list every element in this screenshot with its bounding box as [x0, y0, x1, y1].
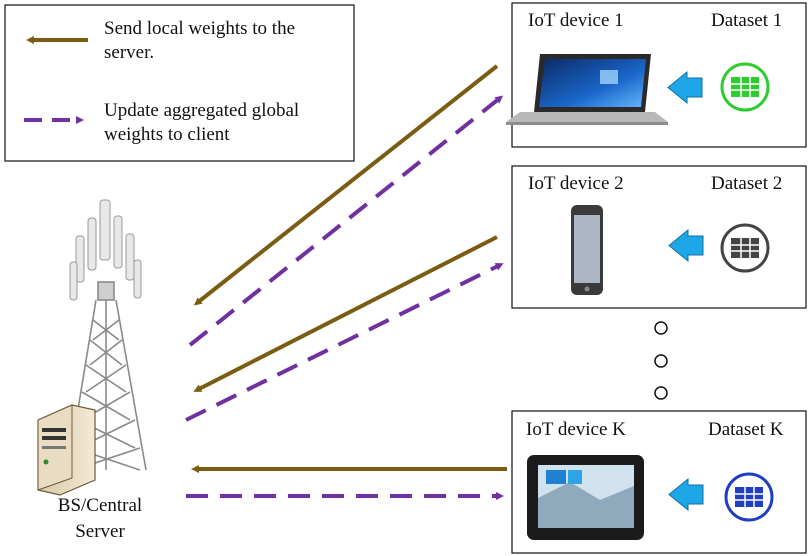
data-arrow-1	[667, 70, 703, 105]
dataset-icon-k	[724, 472, 774, 522]
update-arrow-device-2	[185, 263, 504, 422]
data-arrow-2	[668, 228, 704, 263]
device-name-1: IoT device 1	[528, 10, 624, 31]
device-name-k: IoT device K	[526, 419, 626, 440]
dataset-label-1: Dataset 1	[711, 10, 783, 31]
dataset-icon-2	[720, 223, 770, 273]
send-arrow-device-2	[193, 235, 498, 392]
server-label-line1: BS/Central	[57, 495, 143, 516]
dataset-icon-1	[720, 62, 770, 112]
dataset-label-k: Dataset K	[708, 419, 784, 440]
legend-box	[4, 4, 355, 162]
server-icon	[37, 404, 96, 496]
data-arrow-k	[668, 477, 704, 512]
legend-update-label: Update aggregated global weights to clie…	[104, 100, 300, 145]
phone-icon	[571, 205, 603, 295]
legend-send-label: Send local weights to the server.	[104, 18, 296, 63]
ellipsis-dots	[654, 321, 668, 400]
laptop-icon	[506, 54, 668, 125]
device-name-2: IoT device 2	[528, 173, 624, 194]
cell-tower-icon	[67, 199, 147, 471]
send-arrow-device-1	[193, 64, 499, 306]
dataset-label-2: Dataset 2	[711, 173, 783, 194]
server-label-line2: Server	[75, 521, 125, 542]
tablet-icon	[527, 455, 644, 540]
